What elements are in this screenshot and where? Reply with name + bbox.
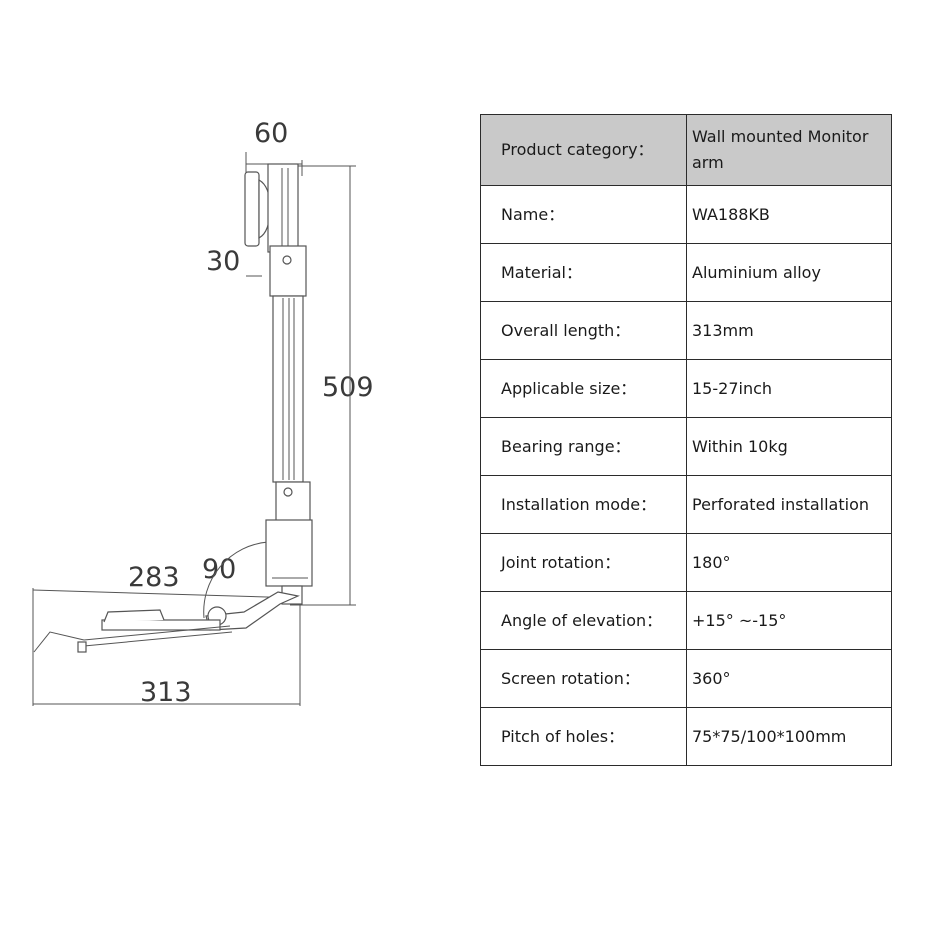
spec-row-applicable-size: Applicable size： 15-27inch: [480, 359, 892, 418]
spec-header-row: Product category： Wall mounted Monitor a…: [480, 114, 892, 186]
spec-row-value: 360°: [686, 649, 892, 708]
specification-table: Product category： Wall mounted Monitor a…: [480, 114, 892, 766]
dim-top-offset-label: 30: [206, 246, 240, 277]
spec-header-value: Wall mounted Monitor arm: [686, 114, 892, 186]
spec-row-value: Perforated installation: [686, 475, 892, 534]
spec-row-label: Installation mode：: [480, 475, 687, 534]
spec-row-value: Aluminium alloy: [686, 243, 892, 302]
spec-row-label: Joint rotation：: [480, 533, 687, 592]
dimension-lines: [32, 152, 356, 706]
spec-row-value: 15-27inch: [686, 359, 892, 418]
spec-row-pitch-of-holes: Pitch of holes： 75*75/100*100mm: [480, 707, 892, 766]
spec-row-screen-rotation: Screen rotation： 360°: [480, 649, 892, 708]
dim-overall-length-label: 313: [140, 677, 192, 708]
spec-row-name: Name： WA188KB: [480, 185, 892, 244]
spec-row-label: Applicable size：: [480, 359, 687, 418]
main-column: [272, 295, 304, 483]
spec-row-overall-length: Overall length： 313mm: [480, 301, 892, 360]
spec-row-value: 75*75/100*100mm: [686, 707, 892, 766]
spec-row-label: Material：: [480, 243, 687, 302]
arm-tip: [77, 641, 87, 653]
spec-row-value: 313mm: [686, 301, 892, 360]
upper-head: [267, 163, 299, 253]
spec-row-joint-rotation: Joint rotation： 180°: [480, 533, 892, 592]
base-block: [265, 519, 313, 587]
spec-header-label: Product category：: [480, 114, 687, 186]
spec-row-material: Material： Aluminium alloy: [480, 243, 892, 302]
spec-row-installation-mode: Installation mode： Perforated installati…: [480, 475, 892, 534]
dim-height-label: 509: [322, 372, 374, 403]
arm-bracket: [103, 609, 165, 623]
upper-joint: [269, 245, 307, 297]
spec-row-label: Bearing range：: [480, 417, 687, 476]
dim-joint-angle-label: 90: [202, 554, 236, 585]
vesa-plate: [244, 171, 260, 247]
spec-row-label: Name：: [480, 185, 687, 244]
dim-top-width-label: 60: [254, 118, 288, 149]
spec-row-value: Within 10kg: [686, 417, 892, 476]
dim-arm-reach-label: 283: [128, 562, 180, 593]
monitor-arm-illustration: [33, 163, 313, 653]
spec-row-label: Angle of elevation：: [480, 591, 687, 650]
spec-row-value: 180°: [686, 533, 892, 592]
spec-row-label: Overall length：: [480, 301, 687, 360]
spec-row-bearing-range: Bearing range： Within 10kg: [480, 417, 892, 476]
spec-row-value: WA188KB: [686, 185, 892, 244]
lower-joint-screw: [283, 487, 293, 497]
spec-row-label: Screen rotation：: [480, 649, 687, 708]
spec-row-angle-of-elevation: Angle of elevation： +15° ~-15°: [480, 591, 892, 650]
lower-joint: [275, 481, 311, 523]
spec-row-value: +15° ~-15°: [686, 591, 892, 650]
upper-joint-screw: [282, 255, 292, 265]
spec-row-label: Pitch of holes：: [480, 707, 687, 766]
